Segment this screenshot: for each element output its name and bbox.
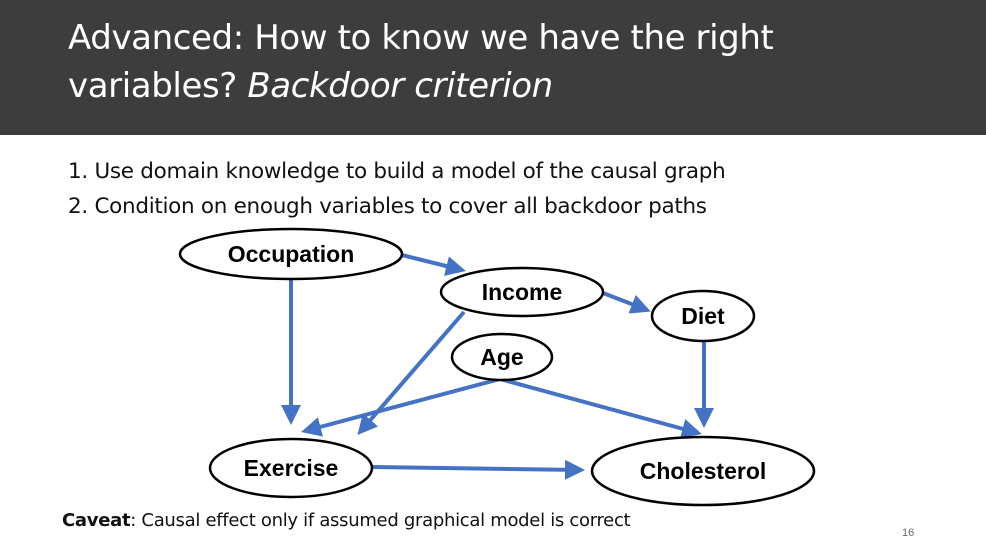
bullet-item-1: 1. Use domain knowledge to build a model… (68, 159, 726, 184)
page-number: 16 (902, 527, 915, 539)
node-exercise: Exercise (208, 437, 374, 499)
edge-occupation-income (401, 253, 466, 276)
title-line-2: variables? Backdoor criterion (68, 62, 968, 110)
node-income: Income (439, 266, 605, 318)
caveat-label: Caveat (62, 510, 131, 531)
node-income-label: Income (482, 279, 563, 305)
node-cholesterol: Cholesterol (590, 435, 816, 507)
edge-age-exercise (301, 377, 501, 437)
title-line-2-italic: Backdoor criterion (247, 66, 553, 106)
node-diet-label: Diet (681, 303, 725, 329)
edge-age-cholesterol (499, 377, 702, 439)
bullet-item-2: 2. Condition on enough variables to cove… (68, 194, 707, 219)
slide-title: Advanced: How to know we have the right … (68, 14, 968, 110)
title-line-2-plain: variables? (68, 66, 248, 106)
node-cholesterol-label: Cholesterol (640, 458, 767, 484)
node-occupation-label: Occupation (228, 241, 355, 267)
title-bar (0, 0, 986, 135)
node-age: Age (450, 332, 554, 382)
edge-income-diet (602, 291, 651, 314)
node-occupation: Occupation (178, 227, 404, 281)
edge-exercise-cholesterol (371, 459, 585, 480)
title-line-1: Advanced: How to know we have the right (68, 18, 774, 58)
caveat-note: Caveat: Causal effect only if assumed gr… (62, 510, 631, 531)
node-age-label: Age (480, 344, 523, 370)
edges (281, 253, 714, 480)
caveat-text: : Causal effect only if assumed graphica… (130, 510, 631, 531)
node-diet: Diet (650, 289, 756, 343)
bullet-list: 1. Use domain knowledge to build a model… (68, 154, 726, 224)
node-exercise-label: Exercise (244, 455, 339, 481)
